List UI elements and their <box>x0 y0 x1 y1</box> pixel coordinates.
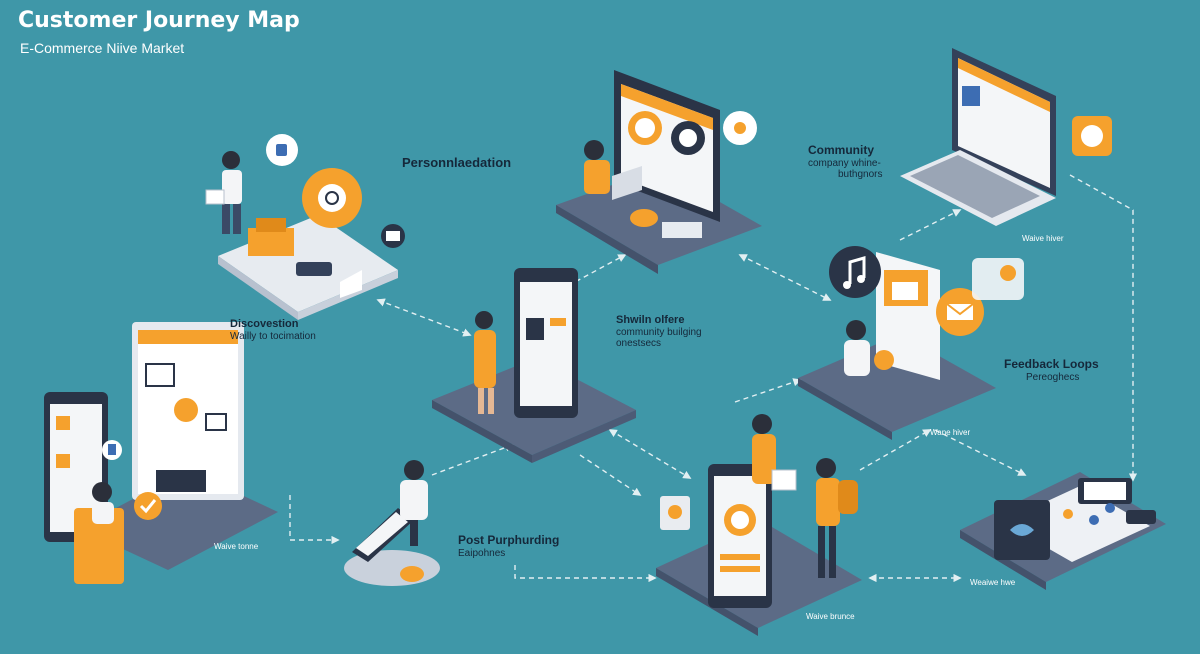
lower-tablet-station <box>656 414 862 636</box>
caption-right-bottom: Weaiwe hwe <box>970 578 1016 587</box>
top-monitor-desk <box>556 70 762 274</box>
arrow-post-to-center <box>431 443 514 476</box>
stage-label-personalization: Personnlaedation <box>402 155 512 170</box>
caption-laptop: Waive hiver <box>1022 234 1064 243</box>
card-icon <box>972 258 1024 300</box>
arrow-top-right <box>738 254 832 301</box>
post-purchase-station <box>344 460 440 586</box>
center-kiosk <box>432 268 636 463</box>
stage-label-community: Community company whine- buthgnors <box>808 143 883 181</box>
arrow-center-to-lower <box>608 429 692 479</box>
arrow-lower-to-feedback <box>859 429 932 471</box>
arrow-center-lower-mid <box>579 454 642 496</box>
box-stack <box>248 228 294 256</box>
arrow-lower-left <box>734 378 802 403</box>
laptop-screen <box>958 58 1050 188</box>
caption-center-screen: Waive brunce <box>806 612 855 621</box>
caption-left-screen: Waive tonne <box>214 542 259 551</box>
stage-label-feedback: Feedback Loops Pereoghecs <box>1004 357 1099 383</box>
stage-label-post-purchase: Post Purphurding Eaipohnes <box>458 533 560 559</box>
arrow-post-bottom <box>514 565 657 583</box>
arrow-right-vertical <box>1069 174 1138 482</box>
stage-label-discovery: Discovestion Wailly to tocimation <box>230 318 316 342</box>
left-station <box>44 322 278 584</box>
feedback-station <box>798 246 1024 440</box>
caption-right-platform: Wane hiver <box>930 428 971 437</box>
page-title: Customer Journey Map <box>18 8 300 33</box>
arrow-left-bottom <box>289 495 340 545</box>
arrow-feedback-down <box>934 429 1027 476</box>
checkmark-icon <box>134 492 162 520</box>
orange-cabinet <box>74 508 124 584</box>
bottom-right-desk <box>960 472 1166 590</box>
discovery-desk <box>205 134 405 320</box>
arrow-discovery-personalization <box>376 298 472 337</box>
person-head <box>222 151 240 169</box>
laptop-station <box>900 48 1112 226</box>
music-note-icon <box>829 246 881 298</box>
page-subtitle: E-Commerce Niive Market <box>20 40 185 56</box>
arrow-phone-to-laptop <box>899 209 962 241</box>
stage-label-community-building: Shwiln olfere community builging onestse… <box>616 314 702 350</box>
